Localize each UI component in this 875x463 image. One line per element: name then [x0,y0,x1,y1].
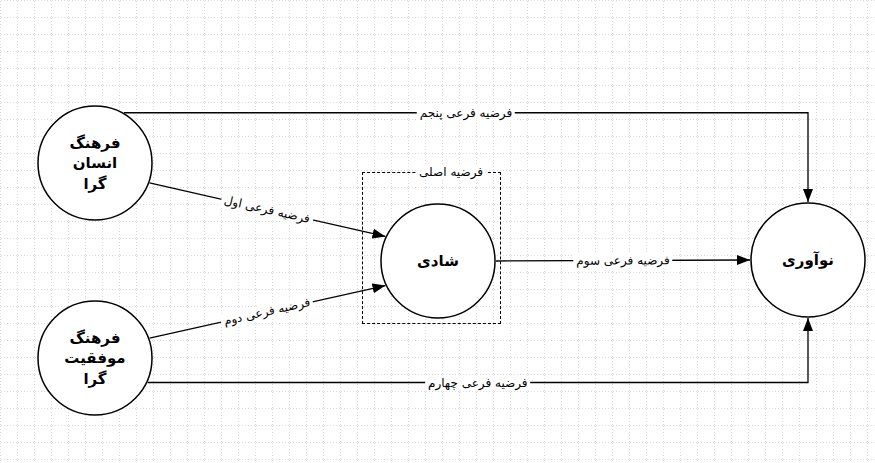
hypothesis-arrow [124,113,808,202]
variable-circle: نوآوری [750,202,866,318]
variable-circle: شادی [380,203,496,319]
edge-label: فرضیه فرعی دوم [220,294,315,329]
variable-name: نوآوری [782,250,834,270]
variable-circle: فرهنگ موفقیت گرا [37,300,153,416]
variable-name: شادی [417,251,459,271]
frame-heading: فرضیه اصلی [416,164,486,180]
variable-name: فرهنگ موفقیت گرا [64,328,125,389]
hypothesis-arrow [150,183,386,237]
hypothesis-arrow [148,318,808,383]
circle-shape [751,203,865,317]
circle-shape [38,301,152,415]
edge-label: فرضیه فرعی پنجم [417,105,515,120]
circle-shape [381,204,495,318]
edge-label: فرضیه فرعی سوم [573,253,672,268]
circle-shape [38,106,152,220]
hypothesis-frame: فرضیه اصلیشادی [362,172,501,324]
edge-label: فرضیه فرعی چهارم [425,375,531,390]
variable-name: فرهنگ انسان گرا [66,133,124,194]
hypothesis-arrow [150,286,386,339]
edge-label: فرضیه فرعی اول [220,192,315,227]
variable-circle: فرهنگ انسان گرا [37,105,153,221]
